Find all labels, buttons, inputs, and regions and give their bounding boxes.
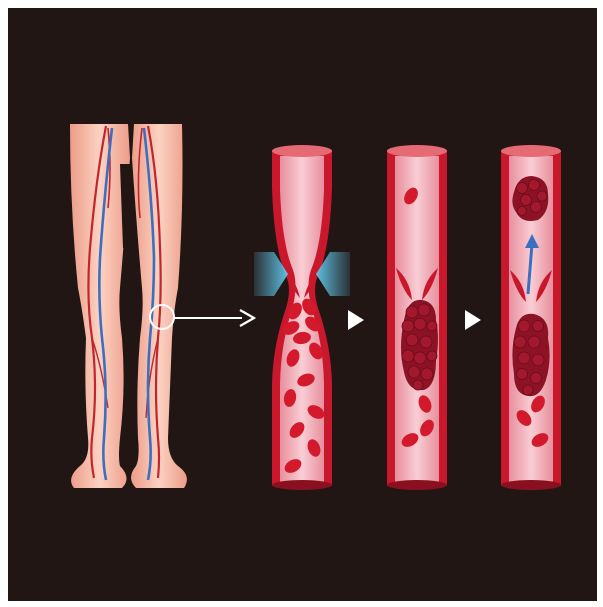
blood-clot [512, 314, 549, 396]
step-arrow-icon [348, 310, 364, 330]
blood-clot [401, 300, 438, 390]
pointer-arrow-icon [174, 310, 254, 326]
legs-anatomy-icon [70, 124, 187, 488]
dvt-illustration [8, 8, 597, 601]
vein-compression-icon [254, 145, 350, 490]
blood-clot-formation-icon [387, 145, 447, 490]
step-arrow-icon [465, 310, 481, 330]
diagram-canvas [8, 8, 597, 601]
embolus-detach-icon [501, 145, 561, 490]
